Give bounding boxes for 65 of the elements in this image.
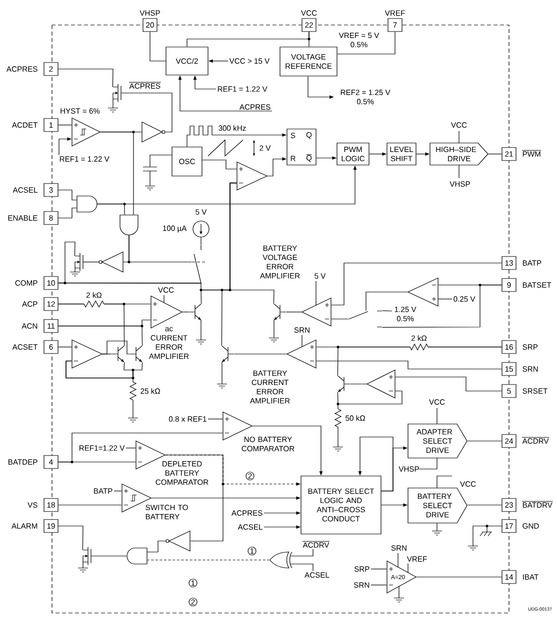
wire: [290, 564, 314, 572]
wire: [337, 346, 502, 376]
wire: [395, 376, 502, 392]
wire: [290, 548, 314, 556]
inverter-symbol: [142, 122, 166, 142]
transistor-symbol: [82, 546, 92, 566]
wire: [58, 526, 84, 550]
wire: [331, 318, 349, 320]
wire: [308, 32, 310, 47]
wire: [438, 298, 452, 300]
wire: [58, 304, 125, 346]
transistor-symbol: [338, 376, 350, 392]
amplifier-symbol: [236, 162, 268, 190]
wire: [102, 340, 130, 354]
wire: [58, 504, 122, 506]
wire: [100, 132, 134, 215]
wire: [416, 576, 502, 578]
transistor-symbol: [112, 346, 124, 362]
and-gate: [126, 548, 148, 564]
wire: [370, 568, 387, 570]
switch-symbol: [192, 244, 206, 284]
wire: [147, 540, 166, 552]
wire: [121, 92, 172, 132]
transistor-symbol: [74, 252, 84, 272]
wire: [467, 504, 502, 506]
wire: [165, 454, 224, 542]
wire: [202, 160, 237, 170]
wire: [114, 490, 122, 492]
wire: [58, 242, 76, 284]
wire: [337, 32, 396, 54]
wire: [382, 310, 392, 312]
transistor-symbol: [222, 346, 234, 362]
inverter-symbol: [166, 530, 190, 552]
wire: [58, 68, 114, 88]
wire: [337, 390, 402, 404]
wire: [58, 124, 72, 126]
wire: [58, 326, 143, 346]
wire: [128, 235, 192, 262]
wire: [58, 208, 77, 218]
wire: [230, 182, 274, 304]
transistor-symbol: [112, 84, 122, 102]
transistor-symbol: [188, 304, 202, 320]
and-gate: [76, 196, 98, 212]
wire: [316, 360, 502, 370]
amplifier-symbol: [407, 278, 438, 306]
transistor-symbol: [274, 304, 286, 320]
inverter-symbol: [98, 252, 124, 272]
switch-symbol: [348, 310, 382, 328]
wire: [467, 440, 502, 442]
wire: [150, 32, 166, 62]
amplifier-symbol: [72, 340, 103, 368]
wire: [58, 346, 72, 348]
wire: [97, 204, 125, 215]
wire: [366, 292, 408, 311]
wire: [382, 284, 502, 328]
arrow: [358, 436, 394, 492]
wire: [200, 237, 202, 245]
wire: [331, 262, 502, 306]
amplifier-symbol: [366, 370, 396, 398]
wire: [370, 584, 387, 586]
wire: [58, 190, 77, 200]
wire: [208, 418, 223, 420]
xor-gate: [270, 552, 292, 568]
and-gate: [120, 214, 138, 236]
transistor-symbol: [130, 346, 142, 362]
